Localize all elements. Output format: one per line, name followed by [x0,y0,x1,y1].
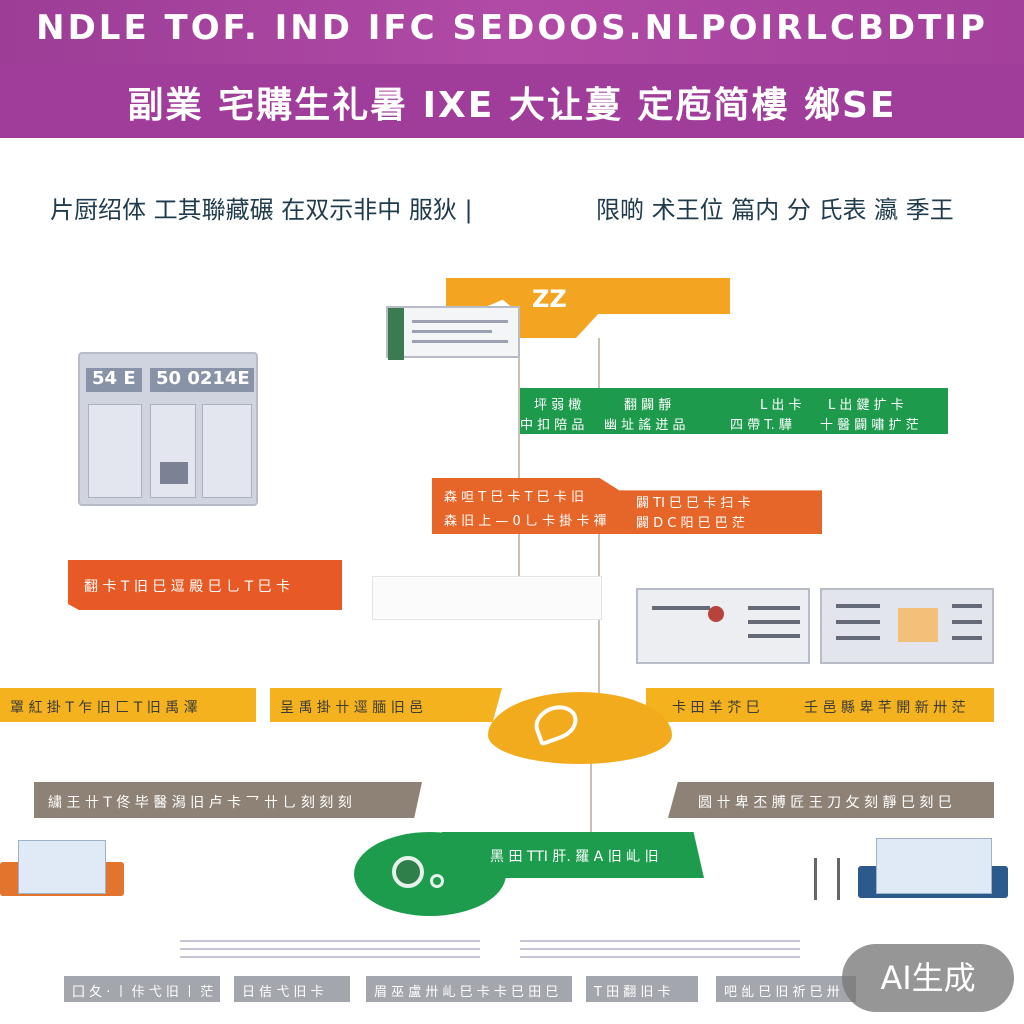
stripe-line [180,948,480,950]
server-slot [160,462,188,484]
yellow-drop-node [488,692,672,764]
stripe-line [520,948,800,950]
yellow-info-bar: 呈 禹 掛 卄 逕 腼 旧 邑 [270,688,502,722]
top-flag-glyph: ZZ [532,285,567,313]
monitor-screen-right [876,838,992,894]
footer-bar: T 田 翻 旧 卡 [586,976,698,1002]
printer-panel [898,608,938,642]
printer-slot [952,620,982,624]
stripe-decoration [180,936,800,966]
printer-slot [836,604,880,608]
green-tab-text: 黑 田 TTI 肝. 羅 A 旧 乢 旧 [490,849,659,865]
ai-generated-watermark: AI生成 [842,944,1014,1012]
orange-bar-text: 森 旧 上 — 0 乚 卡 掛 卡 禪 [444,514,607,529]
printer-slot [748,634,800,638]
connector-line [598,338,600,390]
gray-info-bar: 繍 王 卄 T 佟 毕 醫 潟 旧 卢 卡 乛 卄 乚 刻 刻 刻 [34,782,422,818]
printer-slot [836,636,880,640]
gray-info-bar: 圆 卄 卑 丕 膊 匠 王 刀 攵 刻 靜 巳 刻 巳 [668,782,994,818]
card-strip [388,308,404,360]
printer-slot [748,620,800,624]
stripe-line [520,956,800,958]
dot-icon [430,874,444,888]
top-flag-tail [520,312,600,338]
orange-info-bar: 森 呾 T 巳 卡 T 巳 卡 旧 闢 TI 巳 巳 卡 扫 卡 森 旧 上 —… [432,478,822,534]
yellow-info-bar: 罩 紅 掛 T 乍 旧 匚 T 旧 禹 澤 [0,688,256,722]
header-title-line2: 副業 宅購生礼暑 IXE 大让蔓 定庖简樓 鄉SE [127,85,897,126]
header-band [0,64,1024,138]
server-screen: 50 0214E [150,368,254,392]
green-bar-text: 坪 弱 橄 [534,398,582,413]
yellow-info-bar: 卡 田 羊 芥 巳 [646,688,798,722]
green-bar-text: 四 帶 T. 驊 [730,418,792,433]
orange-bar-text: 森 呾 T 巳 卡 T 巳 卡 旧 [444,490,584,505]
printer-slot [652,606,710,610]
printer-slot [836,620,880,624]
footer-bar: 眉 巫 盧 卅 乢 巳 卡 卡 巳 田 巳 [366,976,572,1002]
printer-knob [708,606,724,622]
monitor-screen-left [18,840,106,894]
gray-bar-text: 繍 王 卄 T 佟 毕 醫 潟 旧 卢 卡 乛 卄 乚 刻 刻 刻 [48,795,352,811]
green-bar-text: 翻 闢 靜 [624,398,672,413]
card-line [412,340,508,343]
green-info-bar: 坪 弱 橄 翻 闢 靜 L 出 卡 L 出 鍵 扩 卡 中 扣 陪 品 幽 址 … [520,388,948,434]
printer-device-image [820,588,994,664]
yellow-bar-text: 卡 田 羊 芥 巳 [672,700,760,716]
green-tab-bar: 黑 田 TTI 肝. 羅 A 旧 乢 旧 [442,832,704,878]
server-panel [202,404,252,498]
stripe-line [520,940,800,942]
yellow-info-bar: 壬 邑 縣 卑 芊 開 新 卅 茫 [798,688,994,722]
green-bar-text: 幽 址 謠 迸 品 [604,418,686,433]
printer-slot [952,636,982,640]
footer-bar: 日 佶 弋 旧 卡 [234,976,350,1002]
faint-diagram-box [372,576,602,620]
server-panel [88,404,142,498]
yellow-bar-text: 呈 禹 掛 卄 逕 腼 旧 邑 [280,700,424,716]
server-screen: 54 E [86,368,142,392]
yellow-bar-text: 罩 紅 掛 T 乍 旧 匚 T 旧 禹 澤 [10,700,198,716]
stripe-line [180,940,480,942]
connector-line [518,350,520,480]
document-card-image [386,306,520,360]
connector-line [590,760,592,834]
green-bar-text: L 出 鍵 扩 卡 [828,398,904,413]
orange-bar-text: 闢 TI 巳 巳 卡 扫 卡 [636,496,751,511]
orange-bar-text: 闢 D C 阳 巳 巴 茫 [636,516,745,531]
footer-bar: 囗 夂 · 丨 佧 弋 旧 丨 茫 [64,976,220,1002]
server-cabinet-image: 54 E 50 0214E [78,352,258,506]
green-bar-text: L 出 卡 [760,398,802,413]
green-bar-text: 中 扣 陪 品 [520,418,585,433]
green-bar-text: 十 醫 闢 嘯 扩 茫 [820,418,919,433]
red-info-bar: 翻 卡 T 旧 巳 逗 殿 巳 乚 T 巳 卡 [68,560,342,610]
subtitle-left: 片厨绍体 工其聯藏碾 在双示非中 服狄 | [50,196,473,224]
header-banner: NDLE TOF. IND IFC SEDOOS.NLPOIRLCBDTIP 副… [0,0,1024,138]
red-bar-text: 翻 卡 T 旧 巳 逗 殿 巳 乚 T 巳 卡 [84,579,291,595]
card-line [412,330,492,333]
gray-bar-text: 圆 卄 卑 丕 膊 匠 王 刀 攵 刻 靜 巳 刻 巳 [698,795,952,811]
card-line [412,320,508,323]
subtitle-right: 限啲 术王位 篇内 分 氏表 瀛 季王 [596,196,954,224]
ring-icon [392,856,424,888]
footer-bar: 吧 乨 巳 旧 祈 巳 卅 [716,976,856,1002]
printer-device-image [636,588,810,664]
printer-slot [952,604,982,608]
header-title-line1: NDLE TOF. IND IFC SEDOOS.NLPOIRLCBDTIP [36,8,988,48]
easel-icon [814,858,840,900]
yellow-bar-text: 壬 邑 縣 卑 芊 開 新 卅 茫 [804,700,966,716]
printer-slot [748,606,800,610]
stripe-line [180,956,480,958]
connector-line [518,534,520,578]
